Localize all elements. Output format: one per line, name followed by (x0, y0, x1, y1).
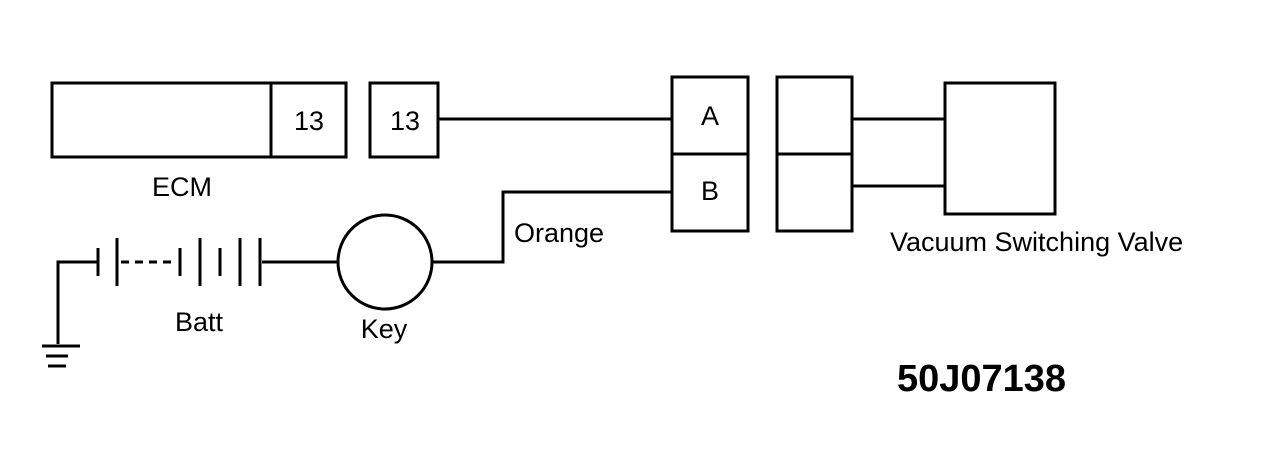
ground-wire (56, 260, 98, 344)
terminal-b-label: B (701, 176, 719, 206)
vsv-body (943, 81, 1057, 216)
connector-ab: A B (670, 75, 750, 233)
battery-label: Batt (175, 307, 224, 337)
wire-orange-label: Orange (514, 218, 604, 248)
wire-orange (432, 190, 672, 264)
terminal-a-label: A (701, 101, 719, 131)
ecm-label: ECM (152, 172, 212, 202)
key-switch: Key (336, 213, 434, 344)
key-label: Key (361, 314, 408, 344)
mating-connector (775, 75, 854, 233)
ground-icon (42, 260, 98, 368)
connector-13: 13 (368, 81, 440, 159)
vacuum-switching-valve: Vacuum Switching Valve (890, 81, 1183, 257)
ecm-pin-label: 13 (294, 106, 324, 136)
ecm-module: 13 ECM (50, 81, 348, 202)
key-circle (336, 213, 434, 311)
connector-13-label: 13 (390, 106, 420, 136)
battery-icon: Batt (96, 238, 338, 337)
figure-code: 50J07138 (897, 358, 1066, 400)
vsv-label: Vacuum Switching Valve (890, 227, 1183, 257)
ecm-body (50, 81, 348, 159)
